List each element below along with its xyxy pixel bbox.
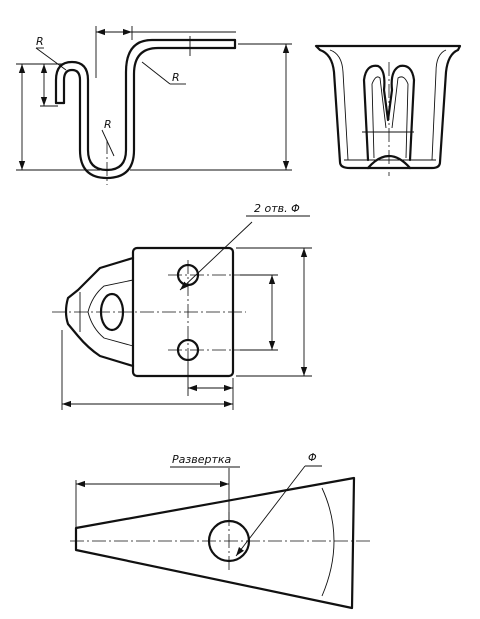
- plan-tab-inner: [87, 279, 134, 347]
- radius-label-2: R: [172, 71, 180, 84]
- plan-view: 2 отв. Φ: [52, 202, 312, 410]
- flat-pattern-outline: [74, 476, 356, 610]
- diameter-label: Φ: [308, 451, 317, 464]
- front-inner-outline: [329, 49, 447, 161]
- front-outer-outline: [314, 44, 462, 170]
- flat-pattern-arc: [321, 487, 335, 597]
- holes-callout-leader: [179, 221, 253, 291]
- flat-pattern-title: Развертка: [172, 453, 232, 466]
- strip-outer-contour: [54, 38, 237, 172]
- front-view: [314, 44, 462, 176]
- holes-callout: 2 отв. Φ: [254, 202, 300, 215]
- side-view: R R R: [16, 26, 292, 185]
- strip-inner-contour: [62, 46, 237, 180]
- radius-label-1: R: [36, 35, 44, 48]
- plan-tab: [64, 256, 135, 368]
- flat-pattern: Развертка Φ: [70, 451, 372, 610]
- front-slot-inner: [371, 76, 409, 159]
- radius-label-3: R: [104, 118, 112, 131]
- front-slot: [362, 64, 416, 162]
- diameter-leader: [235, 465, 306, 557]
